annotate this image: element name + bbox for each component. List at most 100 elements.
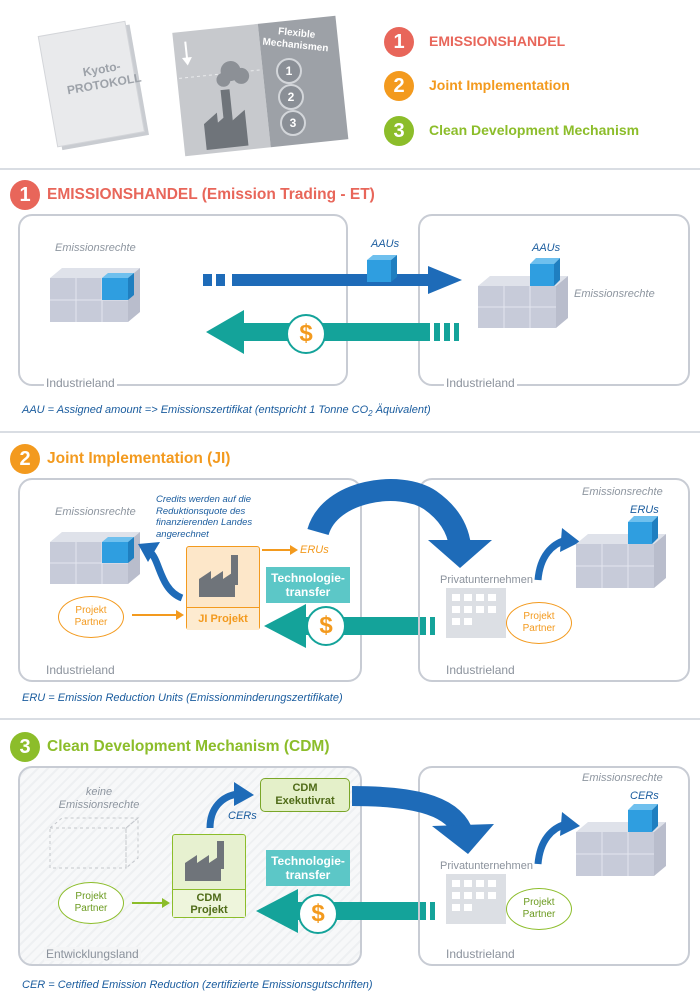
cdm-tech-line-2: transfer (285, 868, 331, 882)
office-building-icon (446, 588, 506, 638)
factory-booklet-icon (172, 15, 349, 157)
cdm-partner-left-line2: Partner (74, 903, 108, 914)
ji-partner-right-line1: Projekt (523, 611, 555, 622)
legend-num-2: 2 (384, 71, 414, 101)
dollar-sign: $ (319, 612, 333, 639)
divider (0, 431, 700, 433)
emission-rights-stack-right-icon (576, 516, 666, 588)
ji-technology-transfer: Technologie- transfer (266, 567, 350, 603)
section-title-cdm: Clean Development Mechanism (CDM) (47, 738, 330, 755)
legend-num-1: 1 (384, 27, 414, 57)
ji-erus-arrow-label: ERUs (300, 544, 329, 556)
cdm-tech-line-1: Technologie- (271, 854, 345, 868)
cdm-partner-right-line2: Partner (522, 909, 556, 920)
ji-credits-line-4: angerechnet (156, 528, 209, 540)
cdm-no-rights-line-2: Emissionsrechte (58, 799, 140, 811)
legend-label-2: Joint Implementation (429, 77, 570, 93)
divider (0, 168, 700, 170)
et-aau-label-right: AAUs (532, 242, 561, 254)
cdm-technology-transfer: Technologie- transfer (266, 850, 350, 886)
ji-tech-line-2: transfer (285, 585, 331, 599)
ji-tech-line-1: Technologie- (271, 571, 345, 585)
cdm-right-panel-label: Industrieland (444, 947, 517, 961)
ji-credits-line-3: finanzierenden Landes (156, 517, 253, 528)
empty-rights-cube-icon (48, 816, 140, 870)
cdm-project-line-1: CDM (196, 892, 222, 904)
section-title-ji: Joint Implementation (JI) (47, 450, 231, 467)
ji-partner-left-line2: Partner (74, 617, 108, 628)
dollar-icon: $ (298, 894, 338, 934)
emission-rights-stack-right-icon (576, 804, 666, 876)
section-num-3: 3 (10, 732, 40, 762)
ji-project-box: JI Projekt (186, 546, 260, 630)
cdm-right-cers-label: CERs (630, 790, 659, 802)
emission-rights-stack-right-icon (478, 258, 568, 328)
ji-private-company-label: Privatunternehmen (440, 574, 533, 586)
et-aau-label-top: AAUs (371, 238, 400, 250)
investment-arrow (307, 479, 471, 548)
dollar-sign: $ (299, 320, 313, 347)
cdm-project-line-2: Projekt (190, 904, 228, 916)
dollar-sign: $ (311, 900, 325, 927)
ji-right-erus-label: ERUs (630, 504, 659, 516)
cdm-project-box: CDM Projekt (172, 834, 246, 918)
cdm-project-label: CDM Projekt (173, 889, 245, 917)
investment-arrow (351, 786, 472, 835)
cdm-no-rights-line-1: keine (85, 786, 113, 798)
ji-credits-line-1: Credits werden auf die (156, 494, 252, 505)
payment-arrow (206, 310, 459, 354)
mechanism-number-2: 2 (278, 84, 304, 110)
ji-graphics (50, 479, 666, 648)
kyoto-protocol-booklet: Kyoto- PROTOKOLL (30, 18, 155, 158)
cdm-exec-line-2: Exekutivrat (275, 795, 335, 807)
section-num-2: 2 (10, 444, 40, 474)
ji-right-rights-label: Emissionsrechte (582, 486, 663, 498)
ji-footnote: ERU = Emission Reduction Units (Emission… (22, 692, 343, 704)
ji-credits-line-2: Reduktionsquote des (156, 505, 246, 517)
cdm-private-company-label: Privatunternehmen (440, 860, 533, 872)
flexible-mechanisms-booklet: Flexible Mechanismen 1 2 3 (170, 8, 350, 158)
aau-cube-icon (367, 255, 397, 282)
et-left-panel-label: Industrieland (44, 376, 117, 390)
divider (0, 718, 700, 720)
section-title-et: EMISSIONSHANDEL (Emission Trading - ET) (47, 186, 375, 203)
et-right-rights-label: Emissionsrechte (574, 288, 655, 300)
et-footnote: AAU = Assigned amount => Emissionszertif… (22, 404, 431, 418)
office-building-icon (446, 874, 506, 924)
dollar-icon: $ (306, 606, 346, 646)
ji-partner-left-line1: Projekt (75, 605, 107, 616)
et-footnote-text: AAU = Assigned amount => Emissionszertif… (22, 404, 369, 416)
payment-arrow (256, 889, 435, 933)
cdm-partner-left-line1: Projekt (75, 891, 107, 902)
mechanism-number-1: 1 (276, 58, 302, 84)
mechanism-number-3: 3 (280, 110, 306, 136)
et-right-panel-label: Industrieland (444, 376, 517, 390)
legend-label-1: EMISSIONSHANDEL (429, 33, 566, 49)
aau-transfer-arrow (203, 266, 462, 294)
legend-num-3: 3 (384, 116, 414, 146)
payment-arrow (264, 604, 435, 648)
factory-icon (185, 841, 224, 881)
ji-left-panel-label: Industrieland (44, 663, 117, 677)
section-num-1: 1 (10, 180, 40, 210)
cdm-exec-line-1: CDM (292, 782, 318, 794)
factory-icon (199, 555, 238, 597)
et-footnote-sub: 2 (368, 409, 373, 419)
ji-left-rights-label: Emissionsrechte (55, 506, 136, 518)
emission-rights-stack-icon (50, 268, 140, 322)
legend-label-3: Clean Development Mechanism (429, 122, 640, 138)
cdm-right-rights-label: Emissionsrechte (582, 772, 663, 784)
kyoto-booklet-icon (37, 20, 149, 151)
cdm-cers-arrow-label: CERs (228, 810, 257, 822)
cdm-no-rights-label: keine Emissionsrechte (54, 786, 144, 812)
et-graphics (50, 255, 568, 354)
dollar-icon: $ (286, 314, 326, 354)
cdm-left-panel-label: Entwicklungsland (44, 947, 141, 961)
ji-credits-note: Credits werden auf die Reduktionsquote d… (156, 494, 252, 540)
et-left-rights-label: Emissionsrechte (55, 242, 136, 254)
